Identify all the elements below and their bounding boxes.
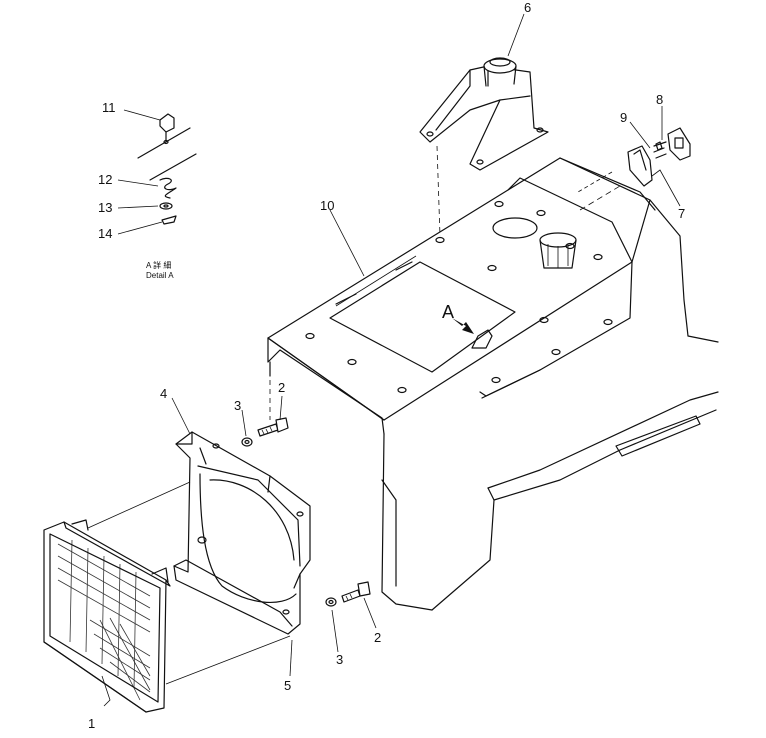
detail-en-label: Detail A <box>146 271 174 280</box>
filler-neck-bracket <box>419 57 549 237</box>
clip-assembly <box>577 127 691 193</box>
bolt-lower <box>341 581 371 603</box>
detail-a-pointer: A <box>442 302 474 334</box>
callout-12: 12 <box>98 172 112 187</box>
callout-13: 13 <box>98 200 112 215</box>
callout-3-upper: 3 <box>234 398 241 413</box>
callout-2-upper: 2 <box>278 380 285 395</box>
callout-2-lower: 2 <box>374 630 381 645</box>
washer-upper <box>241 437 253 447</box>
leader-lines <box>101 13 681 707</box>
callout-labels: 1 2 2 3 3 4 5 6 7 8 9 10 11 12 13 14 <box>88 0 685 731</box>
detail-jp-label: A 詳 細 <box>146 260 171 270</box>
callout-9: 9 <box>620 110 627 125</box>
callout-11: 11 <box>102 100 116 115</box>
callout-3-lower: 3 <box>336 652 343 667</box>
detail-a-letter: A <box>442 302 454 322</box>
radiator-shroud <box>173 431 311 635</box>
callout-4: 4 <box>160 386 167 401</box>
front-grille <box>43 481 291 713</box>
callout-10: 10 <box>320 198 334 213</box>
hood-cover-body <box>267 157 719 611</box>
callout-5: 5 <box>284 678 291 693</box>
washer-lower <box>325 597 337 607</box>
bolt-upper <box>257 417 289 437</box>
callout-6: 6 <box>524 0 531 15</box>
callout-7: 7 <box>678 206 685 221</box>
callout-14: 14 <box>98 226 112 241</box>
callout-1: 1 <box>88 716 95 731</box>
detail-a-parts: A 詳 細 Detail A <box>137 113 197 280</box>
callout-8: 8 <box>656 92 663 107</box>
